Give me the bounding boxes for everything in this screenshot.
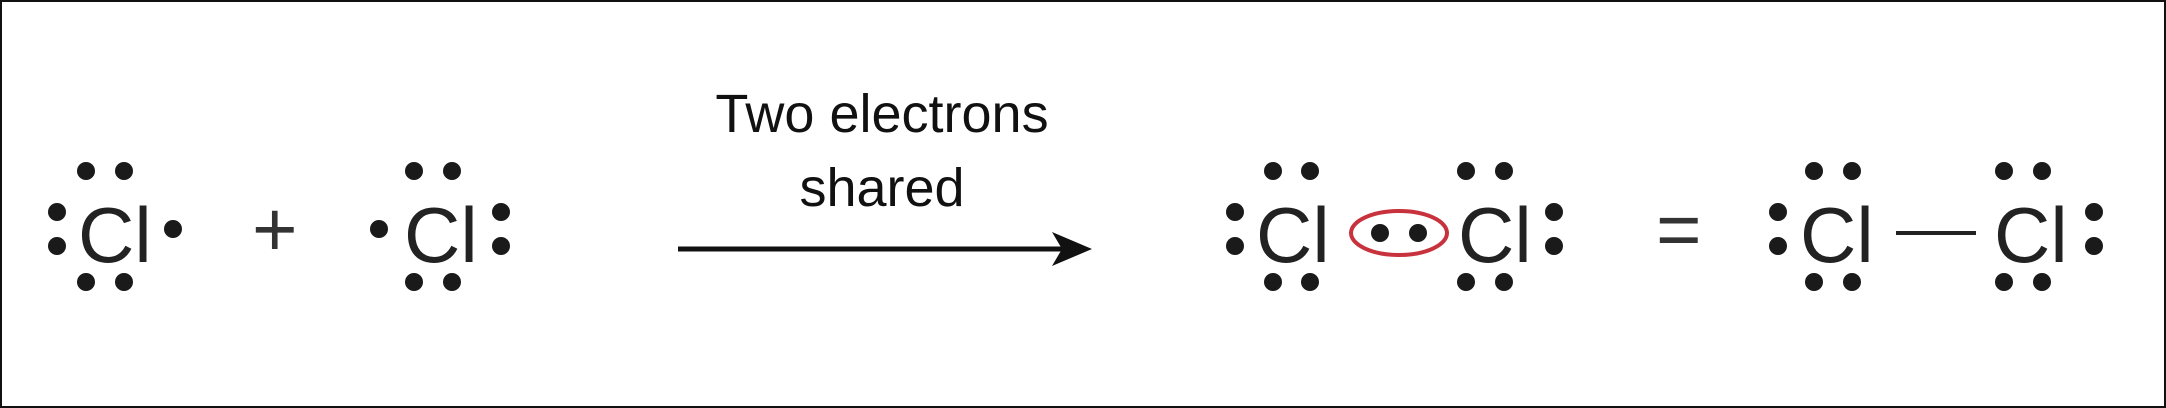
chlorine-symbol: Cl	[1458, 191, 1532, 279]
chlorine-symbol: Cl	[1994, 191, 2068, 279]
electron-dot	[1301, 162, 1319, 180]
electron-dot	[1457, 273, 1475, 291]
shared-electron-dot	[1371, 224, 1389, 242]
chlorine-symbol: Cl	[404, 191, 478, 279]
electron-dot	[1301, 273, 1319, 291]
electron-dot	[1226, 203, 1244, 221]
chlorine-atom-left: Cl	[48, 162, 182, 291]
reaction-arrow-group: Two electrons shared	[678, 84, 1092, 266]
electron-dot	[1805, 273, 1823, 291]
electron-dot	[1264, 273, 1282, 291]
shared-electron-dot	[1409, 224, 1427, 242]
arrow-label-line-2: shared	[799, 158, 964, 218]
electron-dot	[1843, 273, 1861, 291]
electron-dot	[1769, 203, 1787, 221]
electron-dot	[1995, 273, 2013, 291]
electron-dot	[2085, 237, 2103, 255]
electron-dot	[1843, 162, 1861, 180]
electron-dot	[370, 220, 388, 238]
electron-dot	[1995, 162, 2013, 180]
electron-dot	[77, 162, 95, 180]
electron-dot	[1495, 273, 1513, 291]
electron-dot	[443, 273, 461, 291]
electron-dot	[2085, 203, 2103, 221]
chlorine-symbol: Cl	[78, 191, 152, 279]
electron-dot	[1495, 162, 1513, 180]
electron-dot	[164, 220, 182, 238]
electron-dot	[492, 237, 510, 255]
electron-dot	[2033, 273, 2051, 291]
electron-dot	[1769, 237, 1787, 255]
electron-dot	[1545, 203, 1563, 221]
electron-dot	[115, 162, 133, 180]
electron-dot	[405, 273, 423, 291]
chlorine-symbol: Cl	[1800, 191, 1874, 279]
electron-dot	[1264, 162, 1282, 180]
reaction-arrow-head	[1052, 232, 1092, 266]
chlorine-atom-right: Cl	[370, 162, 510, 291]
electron-dot	[48, 237, 66, 255]
electron-dot	[1226, 237, 1244, 255]
electron-dot	[492, 203, 510, 221]
electron-dot	[115, 273, 133, 291]
equals-sign: =	[1656, 185, 1702, 273]
shared-pair-highlight	[1349, 209, 1449, 257]
chlorine-molecule-bond: Cl Cl	[1769, 162, 2103, 291]
chlorine-molecule-dots: Cl Cl	[1226, 162, 1563, 291]
electron-dot	[1457, 162, 1475, 180]
electron-dot	[443, 162, 461, 180]
electron-dot	[1805, 162, 1823, 180]
arrow-label-line-1: Two electrons	[715, 84, 1048, 144]
electron-dot	[2033, 162, 2051, 180]
electron-dot	[77, 273, 95, 291]
plus-sign: +	[252, 185, 298, 273]
electron-dot	[48, 203, 66, 221]
chlorine-symbol: Cl	[1256, 191, 1330, 279]
electron-dot	[1545, 237, 1563, 255]
electron-dot	[405, 162, 423, 180]
